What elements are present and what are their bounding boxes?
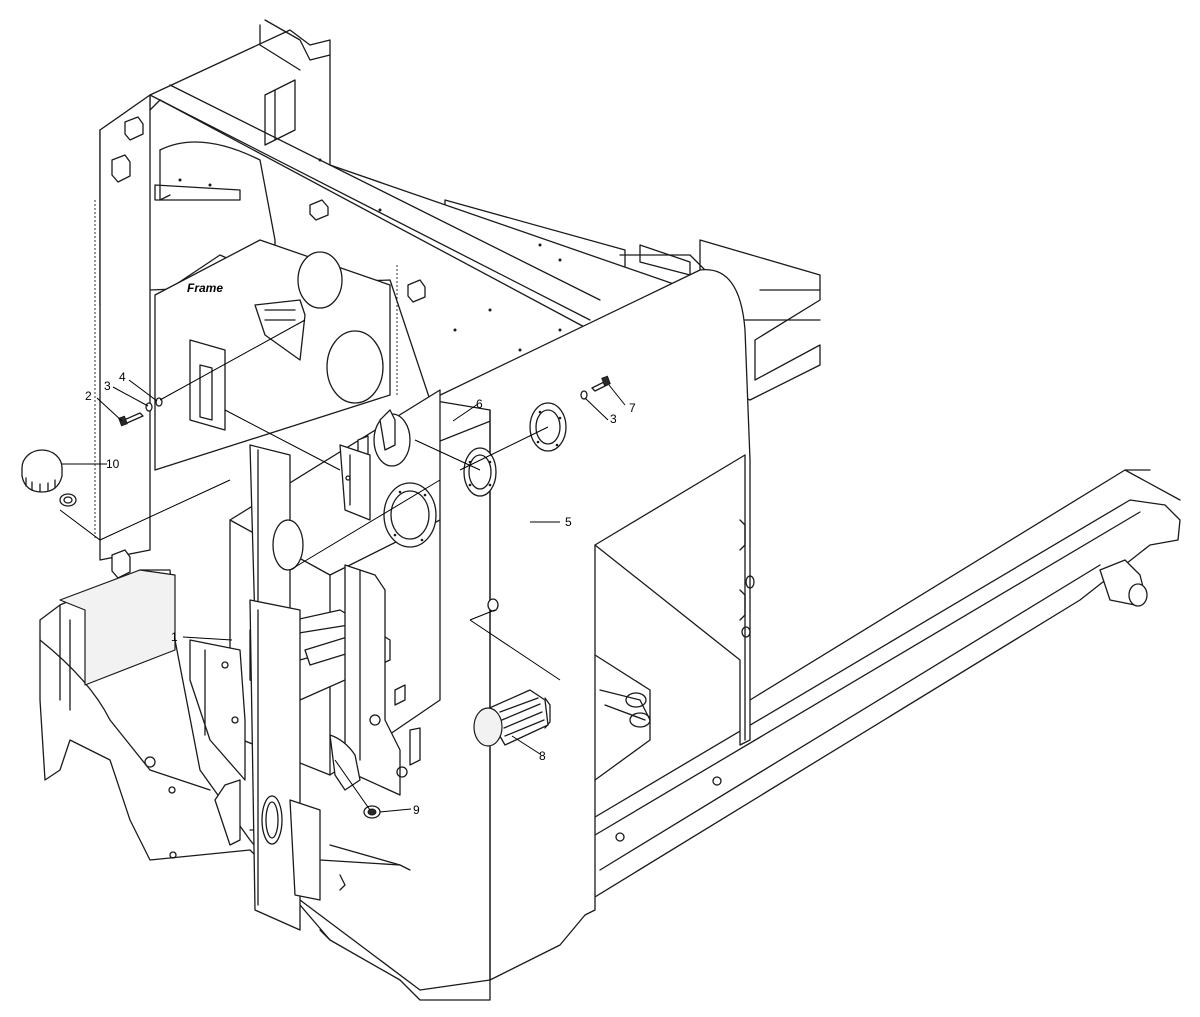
callout-leaders	[62, 379, 626, 813]
callout-2: 2	[85, 389, 92, 403]
diagram-title: Frame	[187, 281, 223, 295]
callout-labels: Frame 1 2 3 3 4 5 6 7 8 9 10	[85, 281, 636, 817]
callout-4: 4	[119, 370, 126, 384]
callout-6: 6	[476, 397, 483, 411]
callout-8: 8	[539, 749, 546, 763]
knob	[473, 689, 551, 747]
frame-front-right-panel	[429, 269, 755, 981]
callout-5: 5	[565, 515, 572, 529]
assembly-guide-lines	[59, 319, 561, 811]
hardware	[118, 375, 611, 427]
callout-3-right: 3	[610, 412, 617, 426]
callout-9: 9	[413, 803, 420, 817]
callout-7: 7	[629, 401, 636, 415]
grommet	[363, 805, 381, 819]
right-side-rail	[589, 469, 1181, 901]
callout-1: 1	[171, 630, 178, 644]
frame-base-left	[39, 569, 491, 1001]
callout-10: 10	[106, 457, 120, 471]
callout-3-left: 3	[104, 379, 111, 393]
hose-assembly	[487, 402, 567, 612]
mounting-bracket-assembly	[189, 339, 441, 931]
filler-cap	[21, 449, 77, 507]
